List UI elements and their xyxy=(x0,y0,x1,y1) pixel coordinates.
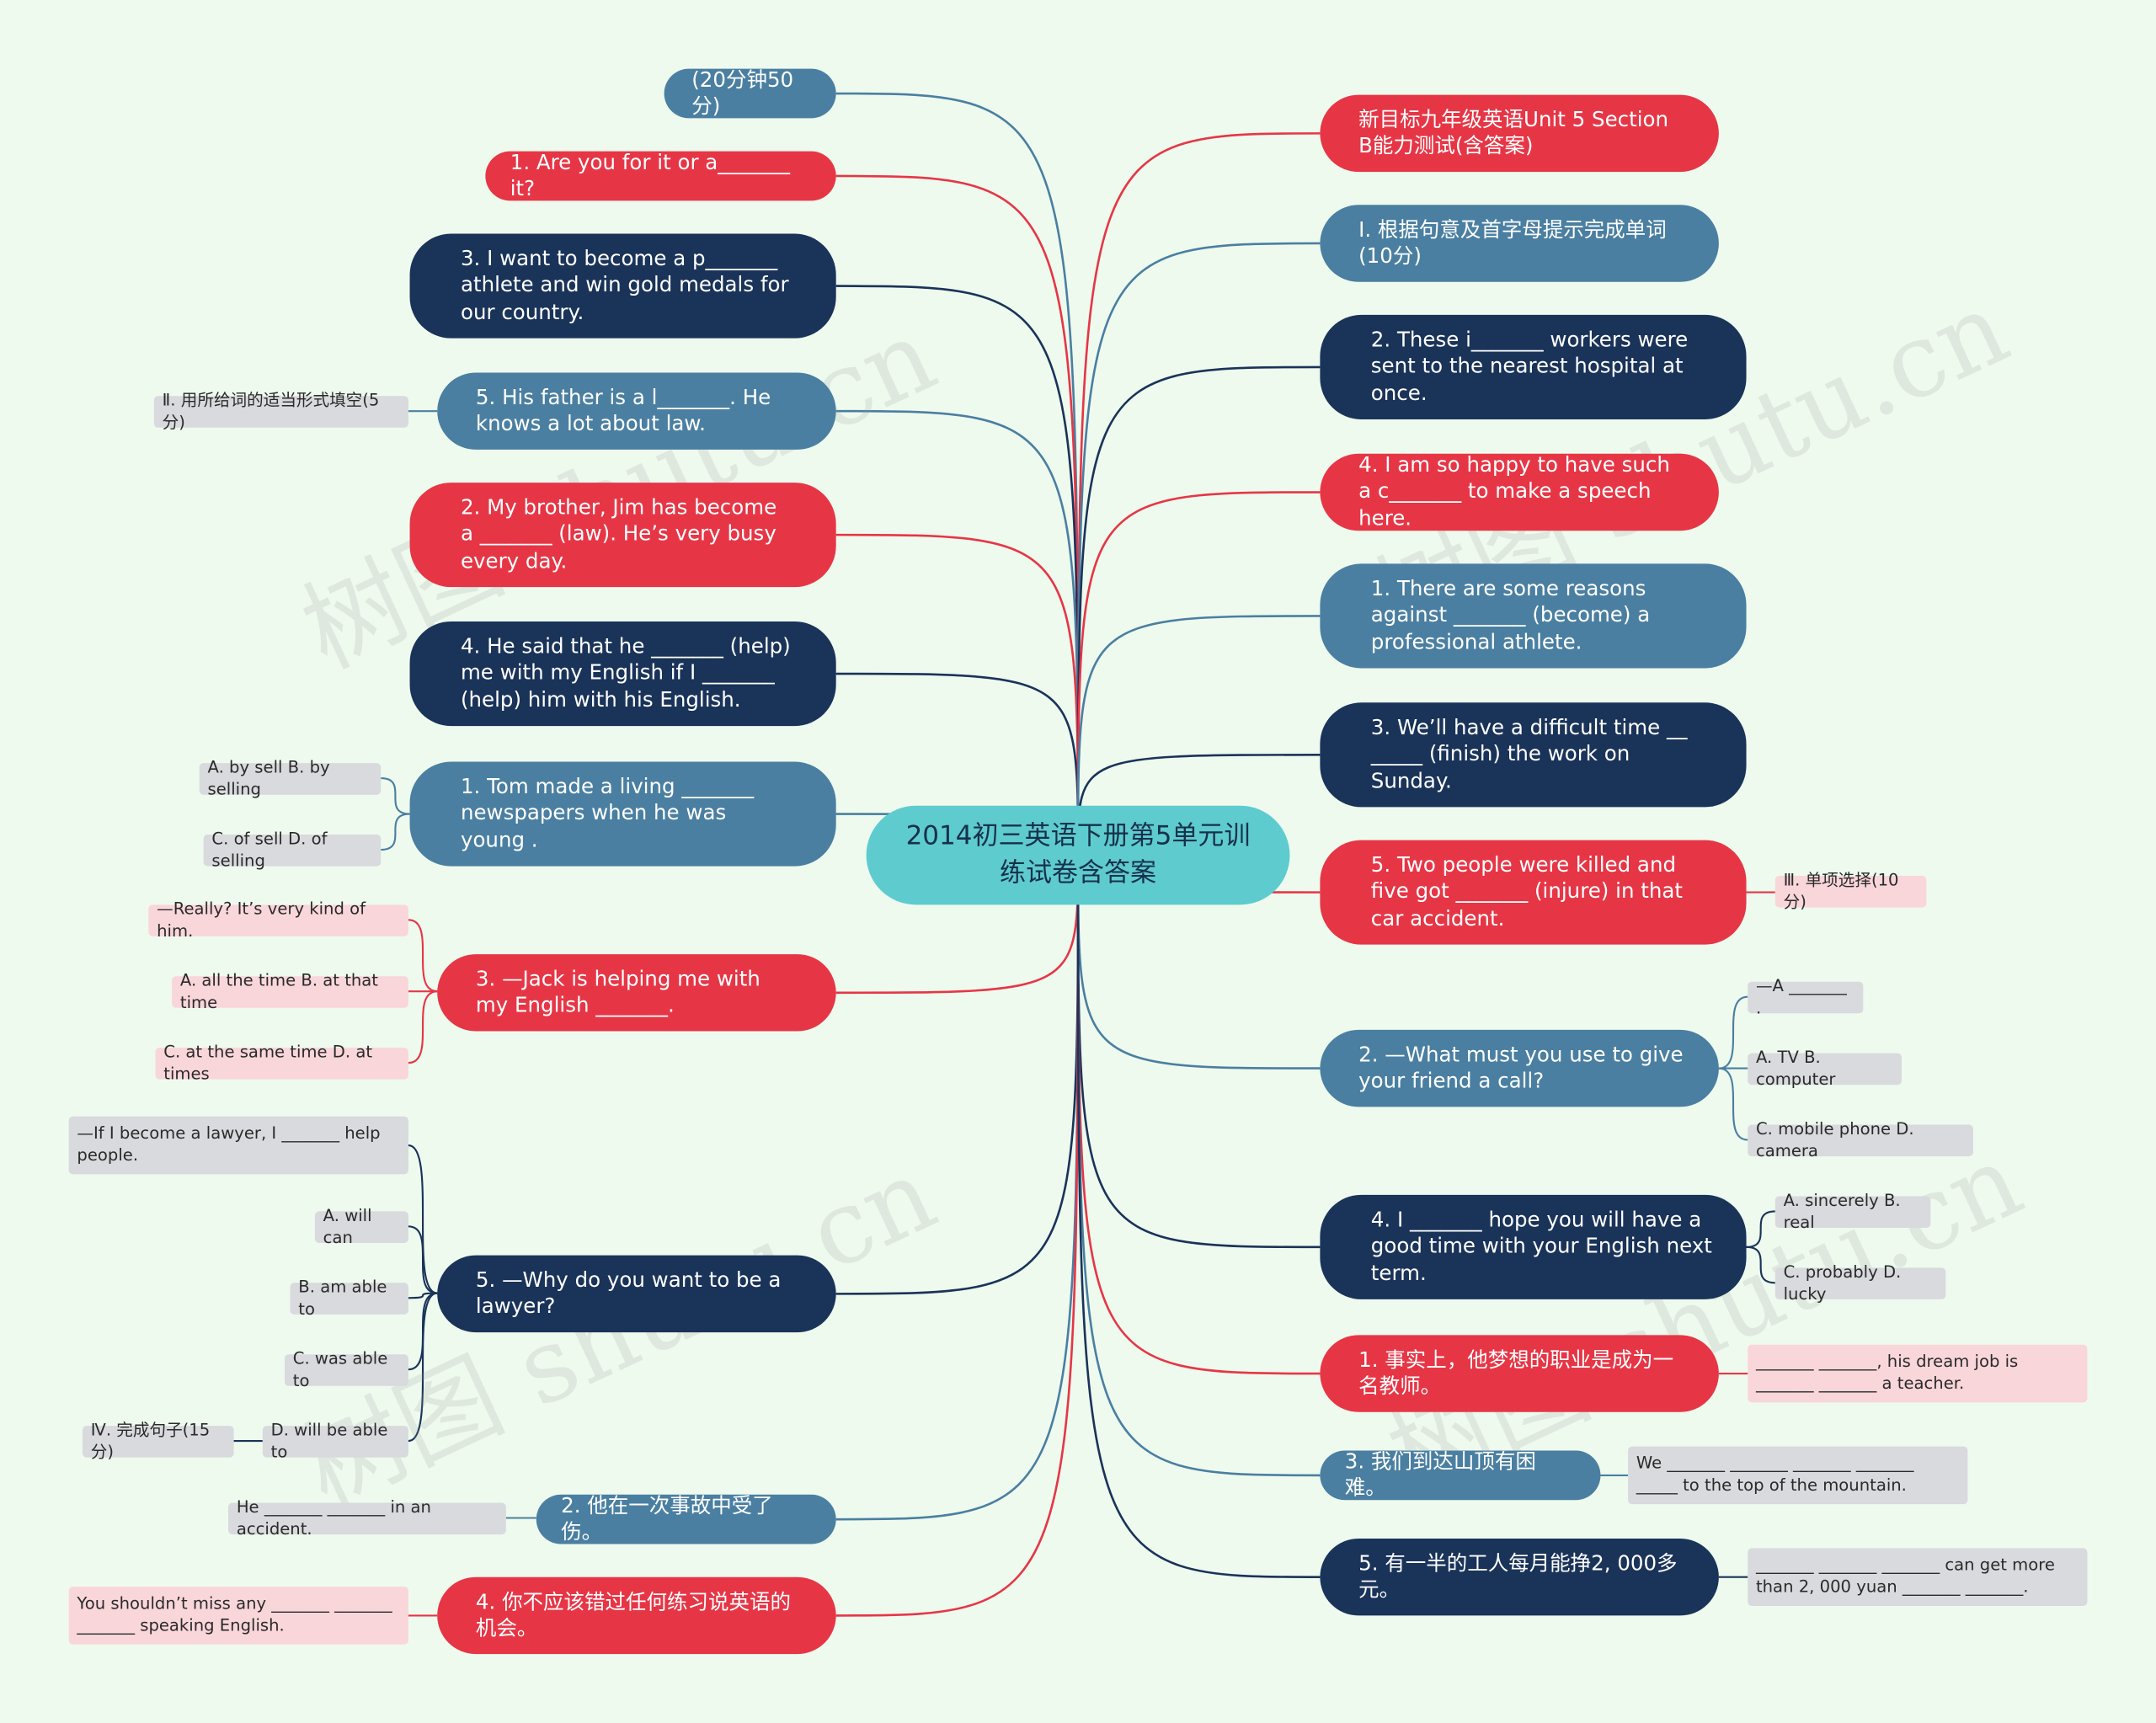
leaf-option[interactable]: B. am able to xyxy=(290,1278,408,1318)
connector-line xyxy=(408,1144,438,1294)
leaf-answer[interactable]: —Really? It’s very kind of him. xyxy=(148,899,408,940)
leaf-option[interactable]: A. TV B. computer xyxy=(1748,1048,1903,1088)
leaf-option[interactable]: C. probably D. lucky xyxy=(1774,1262,1946,1303)
branch-node-right[interactable]: 2. These i_______ workers were sent to t… xyxy=(1320,314,1747,419)
leaf-option[interactable]: A. all the time B. at that time xyxy=(172,971,408,1011)
connector-line xyxy=(408,990,438,1064)
branch-node-left[interactable]: 4. 你不应该错过任何练习说英语的机会。 xyxy=(437,1576,836,1655)
leaf-section-label[interactable]: Ⅳ. 完成句子(15分) xyxy=(82,1420,234,1461)
branch-node-left[interactable]: 4. He said that he _______ (help) me wit… xyxy=(409,621,836,727)
connector-line xyxy=(835,92,1080,856)
connector-line xyxy=(1076,615,1321,856)
leaf-answer[interactable]: We _______ _______ _______ _______ _____… xyxy=(1628,1446,1968,1505)
branch-node-left[interactable]: 2. My brother, Jim has become a _______ … xyxy=(409,483,836,588)
connector-line xyxy=(835,174,1080,856)
branch-node-right[interactable]: 5. Two people were killed and five got _… xyxy=(1320,840,1747,945)
connector-line xyxy=(381,813,410,851)
branch-node-left[interactable]: 2. 他在一次事故中受了伤。 xyxy=(536,1492,836,1544)
connector-line xyxy=(835,855,1080,1521)
connector-line xyxy=(1076,132,1321,856)
branch-node-right[interactable]: 3. We’ll have a difficult time __ _____ … xyxy=(1320,702,1747,808)
connector-line xyxy=(408,919,438,993)
connector-line xyxy=(1076,855,1321,1249)
branch-node-left[interactable]: 3. —Jack is helping me with my English _… xyxy=(437,954,836,1032)
leaf-option[interactable]: C. mobile phone D. camera xyxy=(1748,1119,1973,1160)
central-topic[interactable]: 2014初三英语下册第5单元训练试卷含答案 xyxy=(866,805,1290,905)
connector-line xyxy=(1076,855,1321,1579)
leaf-answer[interactable]: _______ _______, his dream job is ______… xyxy=(1748,1344,2088,1403)
branch-node-right[interactable]: 新目标九年级英语Unit 5 Section B能力测试(含答案) xyxy=(1320,94,1719,173)
leaf-answer[interactable]: —A _______ . xyxy=(1748,976,1864,1016)
leaf-answer[interactable]: —If I become a lawyer, I _______ help pe… xyxy=(68,1116,408,1175)
connector-line xyxy=(1076,365,1321,856)
connector-line xyxy=(835,855,1080,1617)
connector-line xyxy=(1076,242,1321,856)
branch-node-left[interactable]: 1. Are you for it or a_______ it? xyxy=(485,149,836,201)
connector-line xyxy=(1718,1067,1748,1141)
branch-node-right[interactable]: 3. 我们到达山顶有困难。 xyxy=(1320,1448,1601,1501)
leaf-answer[interactable]: You shouldn’t miss any _______ _______ _… xyxy=(68,1587,408,1645)
connector-line xyxy=(1076,855,1321,1375)
connector-line xyxy=(835,855,1080,1295)
leaf-section-label[interactable]: Ⅲ. 单项选择(10分) xyxy=(1774,870,1927,911)
connector-line xyxy=(408,1292,438,1299)
leaf-answer[interactable]: He _______ _______ in an accident. xyxy=(228,1497,506,1538)
leaf-option[interactable]: C. of sell D. of selling xyxy=(203,829,382,870)
connector-line xyxy=(381,777,410,815)
branch-node-right[interactable]: 4. I am so happy to have such a c_______… xyxy=(1320,452,1719,531)
branch-node-right[interactable]: 5. 有一半的工人每月能挣2, 000多元。 xyxy=(1320,1538,1719,1616)
leaf-option[interactable]: C. was able to xyxy=(284,1349,408,1390)
branch-node-right[interactable]: Ⅰ. 根据句意及首字母提示完成单词(10分) xyxy=(1320,205,1719,282)
leaf-option[interactable]: A. sincerely B. real xyxy=(1774,1191,1931,1231)
leaf-option[interactable]: A. by sell B. by selling xyxy=(199,757,382,798)
branch-node-left[interactable]: 5. —Why do you want to be a lawyer? xyxy=(437,1255,836,1333)
connector-line xyxy=(1718,995,1748,1070)
leaf-option[interactable]: D. will be able to xyxy=(262,1420,408,1461)
connector-line xyxy=(1076,855,1321,1477)
branch-node-right[interactable]: 2. —What must you use to give your frien… xyxy=(1320,1029,1719,1107)
leaf-section-label[interactable]: Ⅱ. 用所给词的适当形式填空(5分) xyxy=(153,391,408,431)
branch-node-left[interactable]: (20分钟50分) xyxy=(664,67,836,119)
connector-line xyxy=(408,1292,438,1443)
connector-line xyxy=(835,285,1080,856)
leaf-option[interactable]: C. at the same time D. at times xyxy=(155,1042,408,1083)
branch-node-left[interactable]: 3. I want to become a p_______ athlete a… xyxy=(409,233,836,339)
leaf-answer[interactable]: _______ _______ _______ can get more tha… xyxy=(1748,1548,2088,1606)
branch-node-left[interactable]: 1. Tom made a living _______ newspapers … xyxy=(409,761,836,867)
branch-node-right[interactable]: 1. There are some reasons against ______… xyxy=(1320,563,1747,669)
connector-line xyxy=(1746,1246,1775,1284)
connector-line xyxy=(835,409,1080,856)
branch-node-right[interactable]: 1. 事实上，他梦想的职业是成为一名教师。 xyxy=(1320,1335,1719,1412)
connector-line xyxy=(1076,491,1321,856)
connector-line xyxy=(1746,1210,1775,1248)
connector-line xyxy=(408,1225,438,1294)
branch-node-right[interactable]: 4. I _______ hope you will have a good t… xyxy=(1320,1194,1747,1299)
branch-node-left[interactable]: 5. His father is a l_______. He knows a … xyxy=(437,372,836,450)
leaf-option[interactable]: A. will can xyxy=(314,1206,408,1246)
